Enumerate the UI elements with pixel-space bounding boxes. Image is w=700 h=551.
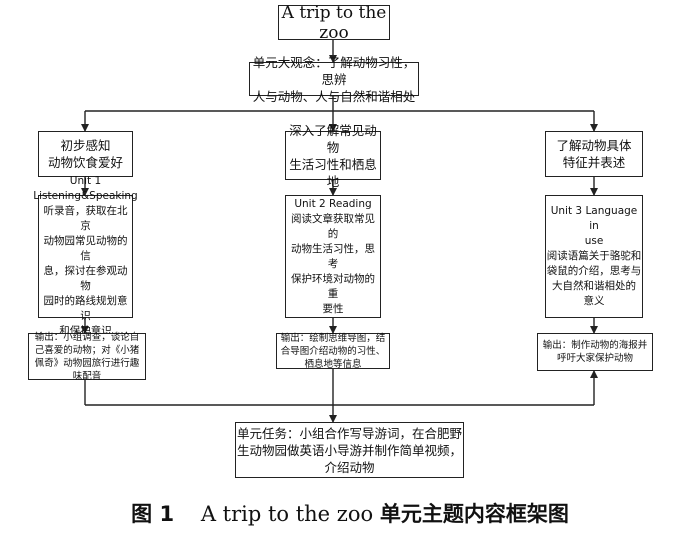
goal-line: 初步感知 (60, 138, 111, 153)
unit-task-box: 单元任务：小组合作写导游词，在合肥野 生动物园做英语小导游并制作简单视频， 介绍… (235, 422, 464, 478)
unit-line: 园时的路线规划意识 (43, 295, 128, 322)
unit-line: 大自然和谐相处的 (552, 280, 636, 292)
task-line: 单元任务：小组合作写导游词，在合肥野 (236, 425, 462, 441)
goal-line: 了解动物具体 (556, 138, 632, 153)
output-box-3: 输出：制作动物的海报并 呼吁大家保护动物 (537, 333, 653, 371)
unit-line: 要性 (322, 302, 344, 315)
output-box-1: 输出：小组调查，谈论自 己喜爱的动物；对《小猪 佩奇》动物园旅行进行趣 味配音 (28, 331, 146, 382)
unit-box-3: Unit 3 Language in use 阅读语篇关于骆驼和 袋鼠的介绍，思… (545, 195, 643, 318)
goal-line: 特征并表述 (562, 155, 626, 170)
goal-box-1: 初步感知 动物饮食爱好 (38, 131, 133, 177)
unit-line: Unit 3 Language in (550, 205, 638, 232)
output-line: 呼吁大家保护动物 (556, 353, 633, 364)
output-line: 合导图介绍动物的习性、 (280, 345, 386, 357)
unit-line: 听录音，获取在北京 (43, 205, 128, 232)
unit-line: 动物园常见动物的信 (43, 235, 128, 262)
output-line: 佩奇》动物园旅行进行趣 (34, 357, 140, 369)
unit-line: 袋鼠的介绍，思考与 (546, 265, 642, 277)
unit-line: Unit 1 (69, 175, 102, 187)
top-title: A trip to the zoo (281, 2, 387, 43)
unit-line: 动物生活习性，思考 (291, 242, 375, 270)
unit-line: 阅读文章获取常见的 (291, 212, 375, 240)
top-title-box: A trip to the zoo (278, 2, 390, 43)
goal-box-3: 了解动物具体 特征并表述 (545, 131, 643, 177)
output-line: 输出：小组调查，谈论自 (34, 331, 140, 343)
caption-english-title: A trip to the zoo (200, 502, 374, 526)
figure-caption: 图 1 A trip to the zoo 单元主题内容框架图 (0, 498, 700, 528)
task-line: 生动物园做英语小导游并制作简单视频， (236, 442, 462, 458)
unit-line: use (584, 235, 604, 247)
big-idea-box: 单元大观念：了解动物习性，思辨 人与动物、人与自然和谐相处 (249, 55, 419, 104)
unit-box-2: Unit 2 Reading 阅读文章获取常见的 动物生活习性，思考 保护环境对… (285, 195, 381, 318)
caption-chinese-title: 单元主题内容框架图 (379, 502, 569, 526)
output-box-2: 输出：绘制思维导图，结 合导图介绍动物的习性、 栖息地等信息 (276, 332, 390, 370)
goal-line: 动物饮食爱好 (47, 155, 123, 170)
output-line: 栖息地等信息 (304, 358, 362, 370)
unit-line: 意义 (583, 295, 605, 307)
unit-line: 息，探讨在参观动物 (43, 265, 128, 292)
big-idea-line: 单元大观念：了解动物习性，思辨 (252, 54, 416, 87)
output-line: 己喜爱的动物；对《小猪 (34, 344, 140, 356)
unit-line: 保护环境对动物的重 (291, 272, 375, 300)
goal-line: 生活习性和栖息地 (289, 156, 377, 189)
goal-line: 深入了解常见动物 (289, 122, 377, 155)
unit-line: 阅读语篇关于骆驼和 (546, 250, 642, 262)
output-line: 味配音 (72, 370, 102, 382)
caption-figure-number: 图 1 (131, 502, 175, 526)
goal-box-2: 深入了解常见动物 生活习性和栖息地 (285, 123, 381, 189)
unit-box-1: Unit 1 Listening&Speaking 听录音，获取在北京 动物园常… (33, 175, 137, 337)
output-line: 输出：绘制思维导图，结 (280, 332, 386, 344)
output-line: 输出：制作动物的海报并 (542, 340, 648, 351)
unit-line: Listening&Speaking (33, 190, 138, 202)
big-idea-line: 人与动物、人与自然和谐相处 (252, 88, 416, 104)
task-line: 介绍动物 (324, 459, 375, 475)
unit-line: Unit 2 Reading (294, 197, 372, 210)
